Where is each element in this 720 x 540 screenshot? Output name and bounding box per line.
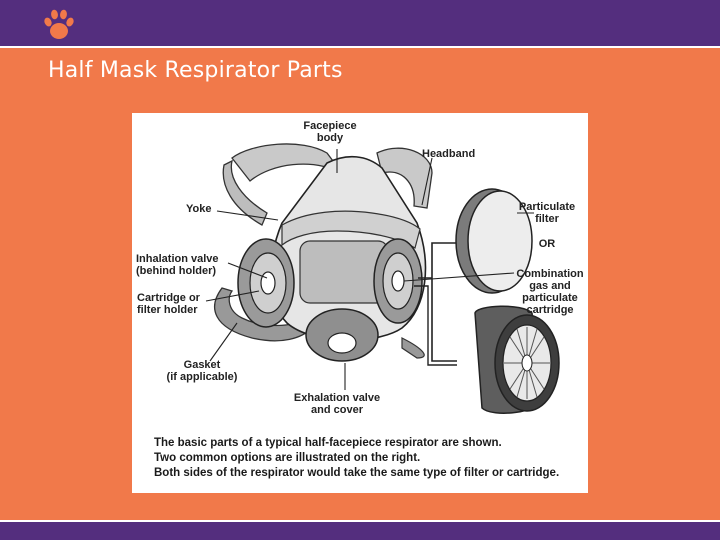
label-line: Particulate [518, 201, 576, 213]
label-line: (if applicable) [166, 371, 238, 383]
label-line: filter [535, 213, 559, 225]
caption-line: The basic parts of a typical half-facepi… [154, 437, 502, 449]
label-line: particulate [522, 292, 578, 304]
label-combination-cartridge: Combination gas and particulate cartridg… [512, 268, 588, 316]
label-line: Cartridge or [137, 292, 200, 304]
label-particulate-filter: Particulate filter [512, 201, 582, 225]
label-line: body [316, 132, 344, 144]
header-bar [0, 0, 720, 46]
label-line: Gasket [183, 359, 221, 371]
label-yoke: Yoke [186, 203, 212, 215]
label-line: Combination [516, 268, 584, 280]
slide-title: Half Mask Respirator Parts [48, 58, 343, 83]
label-line: gas and [529, 280, 571, 292]
respirator-diagram: Facepiece body Headband Yoke Particulate… [132, 113, 588, 493]
label-line: (behind holder) [136, 265, 217, 277]
figure-caption: The basic parts of a typical half-facepi… [154, 436, 574, 481]
caption-line: Two common options are illustrated on th… [154, 452, 421, 464]
label-line: and cover [311, 404, 363, 416]
footer-divider [0, 520, 720, 522]
label-gasket: Gasket (if applicable) [157, 359, 247, 383]
label-facepiece-body: Facepiece body [290, 120, 370, 144]
label-or: OR [538, 238, 556, 250]
label-line: Inhalation valve [136, 253, 219, 265]
header-divider [0, 46, 720, 48]
label-line: Exhalation valve [293, 392, 381, 404]
respirator-illustration [205, 143, 560, 414]
label-headband: Headband [422, 148, 476, 160]
label-cartridge-holder: Cartridge or filter holder [137, 292, 200, 316]
label-line: cartridge [526, 304, 574, 316]
label-inhalation-valve: Inhalation valve (behind holder) [136, 253, 219, 277]
label-line: Facepiece [303, 120, 357, 132]
label-line: filter holder [137, 304, 198, 316]
paw-icon [44, 9, 74, 39]
caption-line: Both sides of the respirator would take … [154, 467, 560, 479]
footer-bar [0, 522, 720, 540]
label-exhalation-valve: Exhalation valve and cover [282, 392, 392, 416]
